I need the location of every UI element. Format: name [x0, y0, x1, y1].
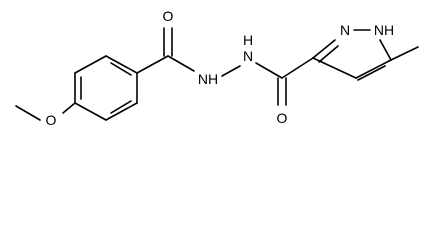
pyrazole-ring: N NH — [312, 22, 394, 81]
bond — [255, 62, 283, 79]
bond — [74, 55, 107, 74]
hydrazide-nh-label: NH — [198, 71, 218, 87]
bond — [379, 39, 392, 61]
double-bond-inner — [357, 65, 386, 81]
bond — [62, 102, 76, 114]
double-bond-inner — [110, 100, 132, 114]
pyrazole-nh-label: NH — [374, 22, 394, 38]
double-bond-inner — [110, 62, 132, 76]
bond — [136, 55, 169, 74]
pyrazole-carbonyl: O — [277, 57, 314, 126]
double-bond — [312, 39, 336, 59]
bond — [221, 65, 241, 77]
benzoyl-carbonyl: O — [136, 8, 195, 74]
methoxy-group: O — [15, 102, 76, 128]
bond — [390, 46, 419, 61]
bond — [105, 55, 138, 74]
bond — [312, 57, 357, 79]
bond — [167, 55, 195, 72]
hydrazide-h-label: H — [243, 32, 253, 48]
chemical-structure: O O NH N H O N NH — [15, 8, 419, 128]
hydrazide-n-label: N — [243, 48, 253, 64]
double-bond — [318, 45, 339, 63]
methyl-group — [390, 46, 419, 61]
ether-oxygen-label: O — [46, 112, 57, 128]
benzene-ring — [74, 55, 138, 121]
bond — [74, 102, 107, 121]
hydrazide-linker: NH N H — [198, 32, 283, 87]
bond — [105, 102, 138, 121]
bond — [281, 57, 314, 79]
pyrazole-n-label: N — [340, 22, 350, 38]
carbonyl-oxygen-label: O — [163, 8, 174, 24]
bond — [15, 105, 41, 121]
bond — [355, 59, 392, 79]
carbonyl-oxygen-label: O — [277, 110, 288, 126]
